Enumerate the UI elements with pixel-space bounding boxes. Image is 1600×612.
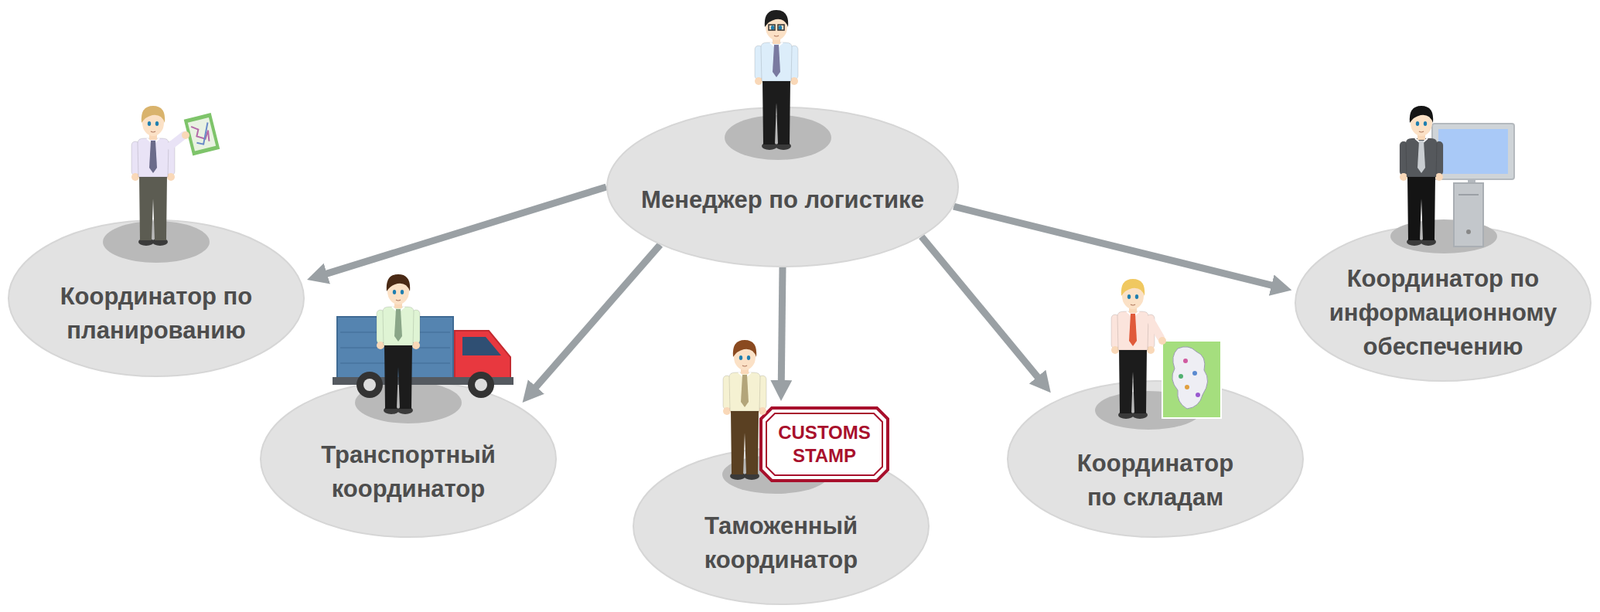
illustration-part — [1158, 337, 1167, 345]
illustration-part — [1453, 183, 1484, 247]
illustration-part — [170, 135, 185, 147]
illustration-part — [467, 371, 495, 399]
illustration-part — [1172, 347, 1208, 410]
illustration-part — [187, 117, 216, 152]
illustration-part — [1458, 194, 1479, 196]
illustration-part — [332, 317, 514, 399]
illustration-part — [1111, 279, 1155, 420]
illustration-part — [723, 340, 767, 481]
illustration-part — [1432, 123, 1515, 180]
arrow-connector — [953, 206, 1273, 286]
illustration-part — [1399, 105, 1444, 246]
role-title: Транспортный координатор — [292, 438, 525, 507]
illustration-part — [474, 378, 488, 392]
illustration-part — [181, 131, 190, 140]
illustration-part — [1184, 385, 1190, 390]
illustration-part — [356, 371, 383, 399]
text-holder: Координатор по информационному обеспечен… — [1311, 262, 1575, 365]
illustration-part — [1162, 341, 1222, 419]
label-holder: CUSTOMS STAMP — [766, 421, 883, 468]
text-holder: Таможенный координатор — [665, 509, 898, 578]
illustration-part — [1438, 129, 1508, 174]
role-title: Координатор по информационному обеспечен… — [1311, 262, 1575, 365]
illustration-part — [1149, 319, 1161, 338]
illustration-part — [131, 105, 221, 246]
illustration-part — [192, 122, 213, 146]
arrow-connector — [781, 267, 783, 382]
text-holder: Координатор по планированию — [40, 279, 273, 348]
text-holder: Координатор по складам — [1064, 446, 1247, 516]
illustration-part — [754, 10, 799, 151]
illustration-part — [754, 10, 799, 151]
illustration-part — [766, 413, 883, 476]
illustration-part — [131, 105, 175, 246]
illustration-part — [1111, 279, 1222, 420]
illustration-part — [777, 24, 785, 31]
illustration-part — [1399, 105, 1444, 246]
illustration-part — [1432, 123, 1515, 247]
arrow-connector — [535, 245, 661, 388]
illustration-part — [768, 24, 775, 31]
illustration-part — [376, 274, 420, 415]
text-holder: Транспортный координатор — [292, 438, 525, 507]
illustration-part — [1466, 229, 1471, 235]
illustration-part — [376, 274, 420, 415]
illustration-part — [462, 337, 502, 356]
illustration-part — [1183, 358, 1188, 364]
illustration-part — [1178, 374, 1184, 379]
illustration-part — [760, 408, 888, 482]
stamp-text: CUSTOMS STAMP — [766, 421, 883, 468]
role-title: Менеджер по логистике — [604, 183, 961, 218]
ellipse-shape — [1007, 381, 1304, 538]
role-title: Таможенный координатор — [665, 509, 898, 578]
role-title: Координатор по складам — [1064, 446, 1247, 516]
illustration-part — [723, 340, 767, 481]
arrow-connector — [326, 187, 607, 274]
text-holder: Менеджер по логистике — [604, 183, 961, 218]
illustration-part — [760, 408, 888, 482]
illustration-part — [363, 378, 376, 392]
arrow-connector — [921, 236, 1039, 378]
illustration-part — [1192, 371, 1198, 376]
role-title: Координатор по планированию — [40, 279, 273, 348]
illustration-part — [1195, 392, 1201, 398]
